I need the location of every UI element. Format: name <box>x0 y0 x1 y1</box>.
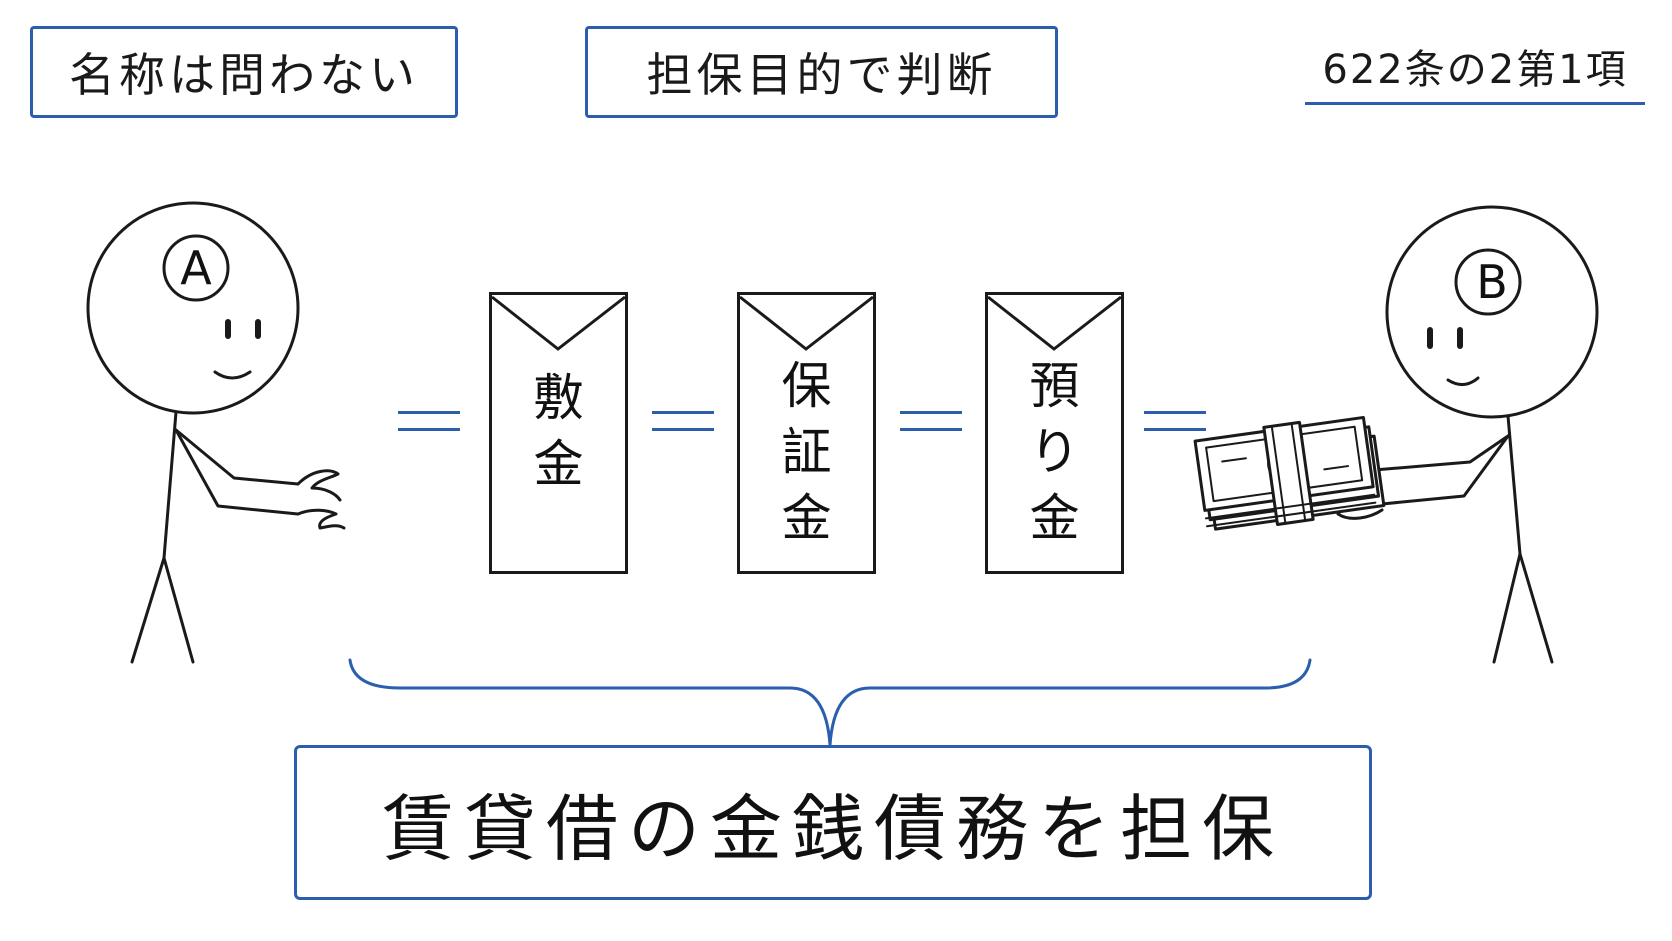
curly-brace <box>348 658 1312 747</box>
person-a-arm-lower <box>174 428 300 516</box>
envelope-label: 保 証 金 <box>740 353 873 551</box>
envelope-char: 金 <box>533 435 584 493</box>
envelope-char: り <box>1029 423 1080 481</box>
person-b-body <box>1506 414 1522 556</box>
equals-sign <box>900 411 962 431</box>
security-purpose-box: 担保目的で判断 <box>585 26 1058 118</box>
stick-figure-b-icon <box>1336 205 1599 664</box>
envelope-char: 金 <box>781 489 832 547</box>
person-a-hand-upper <box>296 469 342 502</box>
envelope-label: 預 り 金 <box>988 353 1121 551</box>
person-a-arm-upper <box>174 428 300 486</box>
person-b-label-circle <box>1454 248 1522 316</box>
envelope-char: 敷 <box>533 369 584 427</box>
person-b-arm-upper <box>1372 434 1510 472</box>
summary-box: 賃貸借の金銭債務を担保 <box>294 745 1372 900</box>
envelope-shikikin: 敷 金 <box>489 292 628 574</box>
person-b-head <box>1385 205 1599 419</box>
envelope-icon <box>492 295 625 351</box>
person-b-label: B <box>1476 255 1508 309</box>
person-a-hand-lower <box>296 508 346 530</box>
person-a-leg-right <box>162 556 195 664</box>
name-irrelevant-box: 名称は問わない <box>30 26 458 118</box>
security-purpose-text: 担保目的で判断 <box>646 48 997 102</box>
envelope-char: 保 <box>781 357 832 415</box>
envelope-char: 証 <box>781 423 832 481</box>
equals-sign <box>1144 411 1206 431</box>
envelope-label: 敷 金 <box>492 365 625 497</box>
name-irrelevant-text: 名称は問わない <box>69 48 419 102</box>
equals-sign <box>652 411 714 431</box>
article-underline <box>1305 102 1645 105</box>
envelope-char: 金 <box>1029 489 1080 547</box>
person-a-label: A <box>180 241 212 295</box>
equals-sign <box>398 411 460 431</box>
envelope-icon <box>988 295 1121 351</box>
person-b-leg-right <box>1518 552 1554 664</box>
person-b-arm-lower <box>1380 434 1510 506</box>
person-a-leg-left <box>130 556 166 664</box>
article-reference: 622条の2第1項 <box>1322 47 1628 93</box>
envelope-icon <box>740 295 873 351</box>
person-a-label-circle <box>162 234 230 302</box>
envelope-azukarikin: 預 り 金 <box>985 292 1124 574</box>
stick-figure-a-icon <box>86 201 346 664</box>
person-a-body <box>162 410 178 560</box>
person-a-head <box>86 201 300 415</box>
envelope-char: 預 <box>1029 357 1080 415</box>
cash-bundle-icon <box>1193 415 1386 531</box>
person-b-leg-left <box>1492 552 1522 664</box>
envelope-hoshokin: 保 証 金 <box>737 292 876 574</box>
summary-text: 賃貸借の金銭債務を担保 <box>381 787 1284 871</box>
